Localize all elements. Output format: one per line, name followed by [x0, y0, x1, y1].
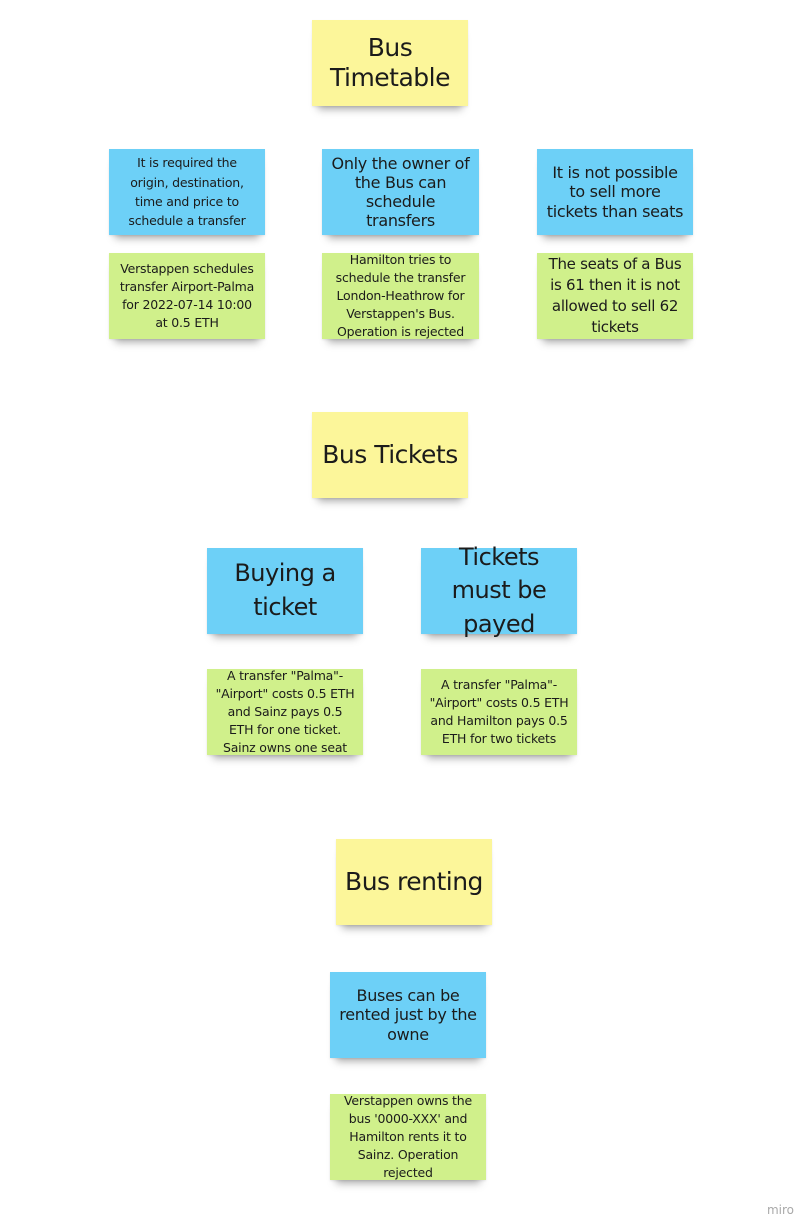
rule-text: It is required the origin, destination, …	[128, 155, 246, 229]
rule-sticky-seat-limit[interactable]: It is not possible to sell more tickets …	[537, 149, 693, 235]
section-title-text: Bus Tickets	[322, 440, 458, 469]
section-title-bus-renting[interactable]: Bus renting	[336, 839, 492, 925]
section-title-text: Bus Timetable	[330, 33, 451, 92]
rule-sticky-buying-ticket[interactable]: Buying a ticket	[207, 548, 363, 634]
rule-text: It is not possible to sell more tickets …	[546, 163, 684, 221]
example-text: Verstappen owns the bus '0000-XXX' and H…	[344, 1092, 472, 1181]
example-text: A transfer "Palma"-"Airport" costs 0.5 E…	[429, 676, 569, 747]
example-text: Hamilton tries to schedule the transfer …	[335, 251, 466, 340]
rule-text: Only the owner of the Bus can schedule t…	[331, 153, 470, 231]
example-sticky-sainz-buys[interactable]: A transfer "Palma"-"Airport" costs 0.5 E…	[207, 667, 363, 756]
rule-sticky-owner-schedules[interactable]: Only the owner of the Bus can schedule t…	[322, 149, 479, 235]
section-title-bus-tickets[interactable]: Bus Tickets	[312, 412, 468, 498]
example-sticky-hamilton-underpays[interactable]: A transfer "Palma"-"Airport" costs 0.5 E…	[421, 669, 577, 755]
rule-sticky-owner-rents[interactable]: Buses can be rented just by the owne	[330, 972, 486, 1058]
example-sticky-seat-overflow[interactable]: The seats of a Bus is 61 then it is not …	[537, 253, 693, 339]
rule-sticky-required-fields[interactable]: It is required the origin, destination, …	[109, 149, 265, 235]
example-text: The seats of a Bus is 61 then it is not …	[548, 255, 682, 336]
example-text: Verstappen schedules transfer Airport-Pa…	[119, 260, 255, 331]
rule-text: Buses can be rented just by the owne	[339, 986, 477, 1044]
example-sticky-hamilton-rejected[interactable]: Hamilton tries to schedule the transfer …	[322, 251, 479, 340]
rule-text: Tickets must be payed	[451, 542, 547, 638]
section-title-bus-timetable[interactable]: Bus Timetable	[312, 20, 468, 106]
example-text: A transfer "Palma"-"Airport" costs 0.5 E…	[215, 667, 355, 756]
rule-text: Buying a ticket	[234, 559, 336, 621]
example-sticky-renting-rejected[interactable]: Verstappen owns the bus '0000-XXX' and H…	[330, 1092, 486, 1181]
section-title-text: Bus renting	[345, 867, 483, 896]
example-sticky-verstappen-schedules[interactable]: Verstappen schedules transfer Airport-Pa…	[109, 253, 265, 339]
rule-sticky-tickets-payed[interactable]: Tickets must be payed	[421, 543, 577, 638]
miro-watermark: miro	[766, 1203, 794, 1217]
